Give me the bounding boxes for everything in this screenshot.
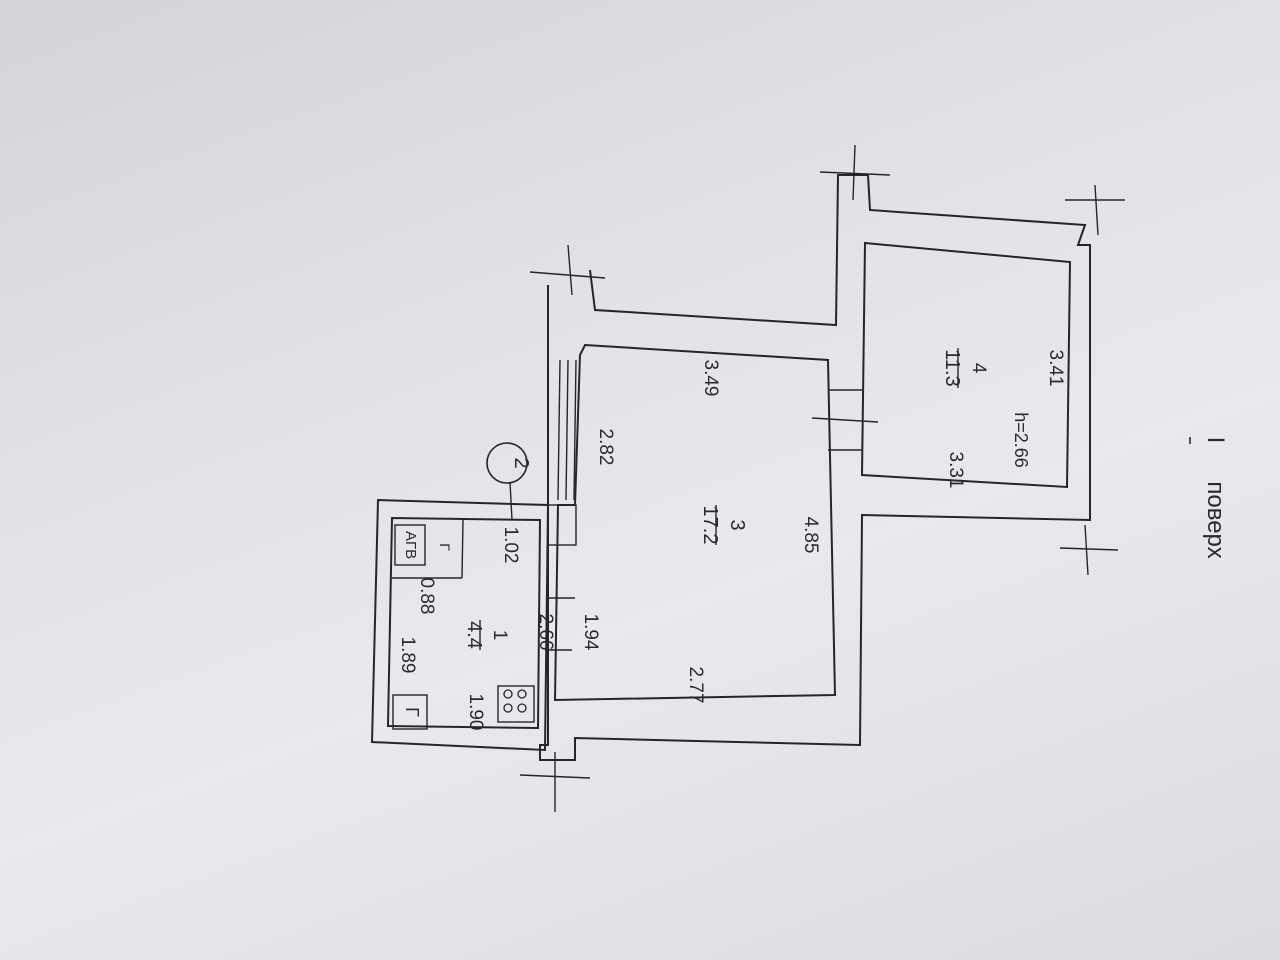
stove-glyph: Г — [402, 707, 422, 717]
column — [547, 504, 577, 546]
room-3-dim-top: 3.49 — [700, 360, 721, 397]
room-1-inner — [386, 516, 542, 730]
room-1-dim-b: 0.88 — [416, 578, 437, 615]
room-1-dim-a: 1.02 — [500, 527, 521, 564]
room-3-number: 3 — [726, 519, 748, 530]
room-1-area: 4.4 — [463, 621, 485, 649]
room-1-outer — [370, 498, 550, 752]
room-3: 3.49 4.85 2.77 2.82 3 17.2 — [595, 360, 821, 704]
doorway-line — [811, 417, 879, 423]
small-fixture-glyph: Г — [437, 543, 453, 551]
floor-word: поверх — [1202, 481, 1229, 558]
room-3-walls — [553, 343, 837, 702]
stove-icon — [497, 685, 535, 723]
stair-line — [565, 359, 569, 501]
room-3-dim-left: 2.82 — [595, 429, 616, 466]
stair-line — [557, 359, 561, 501]
room-4-dim-right: 3.41 — [1045, 350, 1066, 387]
room-1-dim-e: 2.66 — [535, 614, 556, 651]
room-4-height: h=2.66 — [1011, 412, 1031, 468]
marker-circle — [486, 442, 528, 484]
boiler-icon — [392, 524, 428, 730]
marker-number: 2 — [510, 457, 532, 468]
room-3-dim-right: 4.85 — [800, 517, 821, 554]
wall-break-ticks — [519, 144, 1125, 812]
stair-line — [573, 359, 577, 501]
floor-label: I поверх — [1189, 437, 1229, 559]
room-4-area: 11.3 — [941, 349, 963, 386]
room-4-number: 4 — [968, 363, 989, 374]
wall-outline-top — [539, 174, 1091, 761]
partition — [461, 519, 464, 579]
room-1: 1.02 0.88 1.89 1.90 2.66 1.94 1 4.4 — [397, 527, 601, 731]
room-4: 3.41 3.31 h=2.66 4 11.3 — [941, 348, 1066, 488]
room-1-number: 1 — [489, 630, 510, 641]
room-3-dim-bottom: 2.77 — [685, 667, 706, 704]
room-4-dim-bottom: 3.31 — [945, 452, 966, 489]
room-1-dim-c: 1.89 — [397, 637, 418, 674]
floor-roman: I — [1202, 437, 1229, 444]
marker-leader — [509, 481, 513, 521]
room-4-walls — [860, 241, 1072, 489]
room-1-dim-d: 1.90 — [465, 694, 486, 731]
boiler-label: АГВ — [402, 531, 419, 559]
room-1-dim-f: 1.94 — [580, 614, 601, 651]
room-3-area: 17.2 — [699, 506, 721, 545]
